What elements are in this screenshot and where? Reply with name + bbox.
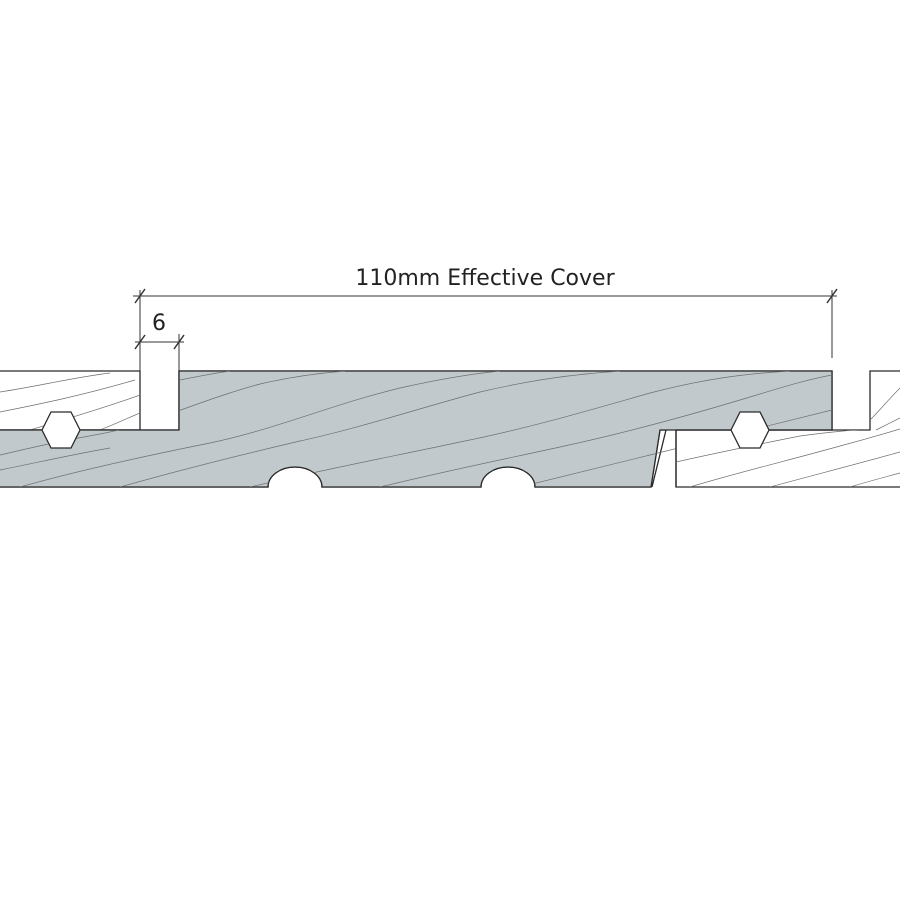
right-board-grain xyxy=(676,387,900,487)
gap-right-tick xyxy=(173,334,185,350)
main-board-grain xyxy=(0,371,832,487)
effective-cover-dimension xyxy=(133,288,838,371)
main-board xyxy=(0,370,833,488)
gap-dimension xyxy=(134,334,185,371)
right-hex-fixing xyxy=(730,411,770,449)
left-adjacent-board xyxy=(0,370,141,431)
gap-left-tick xyxy=(134,334,146,350)
effective-cover-left-tick xyxy=(134,288,146,304)
left-hex-fixing xyxy=(41,411,81,449)
effective-cover-label: 110mm Effective Cover xyxy=(355,266,615,291)
right-adjacent-board xyxy=(675,370,900,488)
gap-label: 6 xyxy=(152,311,166,336)
effective-cover-right-tick xyxy=(826,288,838,304)
left-board-grain xyxy=(0,372,140,430)
